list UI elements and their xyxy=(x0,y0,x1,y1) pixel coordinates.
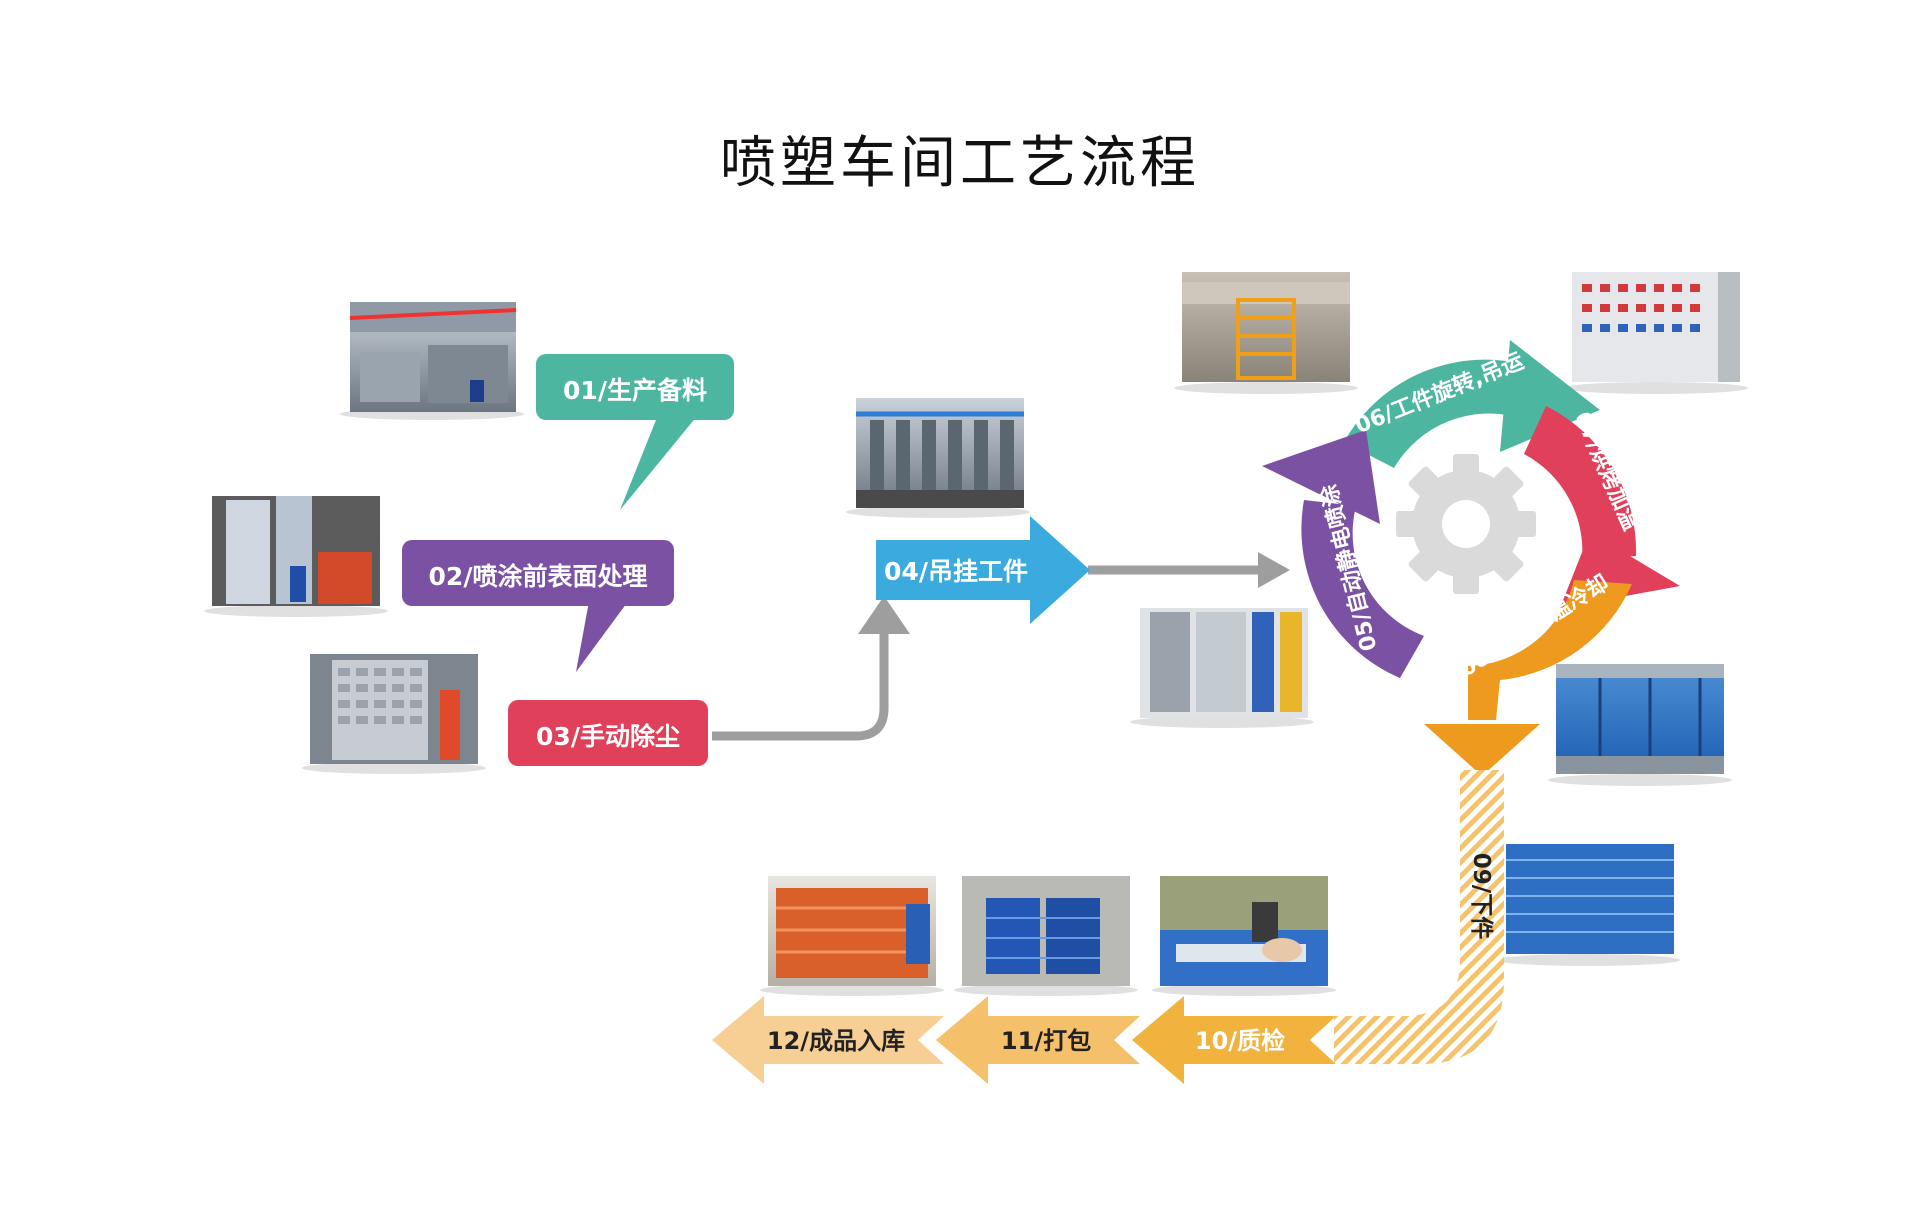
photo-manual-dust-removal xyxy=(302,654,486,774)
step-03-label: 03/手动除尘 xyxy=(536,722,680,751)
step-09-path: 09/下件 xyxy=(1334,770,1504,1064)
step-02-bubble: 02/喷涂前表面处理 xyxy=(402,540,674,672)
step-05-arrowhead xyxy=(1262,430,1380,524)
step-10-label: 10/质检 xyxy=(1195,1027,1285,1055)
step-07-arc xyxy=(1524,406,1637,560)
arrowhead-to-cycle xyxy=(1258,552,1290,588)
step-10-arrow: 10/质检 xyxy=(1132,996,1336,1084)
step-06-arrowhead xyxy=(1500,340,1600,452)
photo-production-prep xyxy=(340,302,524,420)
step-11-arrow: 11/打包 xyxy=(936,996,1140,1084)
photo-baking-heating xyxy=(1564,272,1748,394)
step-09-label: 09/下件 xyxy=(1468,853,1494,939)
photo-packing xyxy=(954,876,1138,996)
step-05-arc xyxy=(1301,500,1424,678)
step-08-arrowhead xyxy=(1424,724,1540,776)
photo-cooling-discharge xyxy=(1548,664,1732,786)
photo-quality-inspection xyxy=(1152,876,1336,996)
arrowhead-to-04 xyxy=(858,596,910,634)
photo-rotation-transport xyxy=(1174,272,1358,394)
step-12-label: 12/成品入库 xyxy=(767,1027,905,1055)
step-03-box: 03/手动除尘 xyxy=(508,700,708,766)
step-12-arrow: 12/成品入库 xyxy=(712,996,944,1084)
step-08-arc xyxy=(1468,580,1632,720)
photo-hanging-parts xyxy=(846,398,1030,518)
gear-icon xyxy=(1396,454,1536,594)
step-01-bubble: 01/生产备料 xyxy=(536,354,734,510)
step-02-label: 02/喷涂前表面处理 xyxy=(429,562,648,591)
step-11-label: 11/打包 xyxy=(1001,1027,1091,1055)
photo-warehousing xyxy=(760,876,944,996)
step-01-label: 01/生产备料 xyxy=(563,376,707,405)
photo-electrostatic-spray xyxy=(1130,608,1314,728)
connector-03-to-04 xyxy=(712,628,889,741)
step-04-label: 04/吊挂工件 xyxy=(884,557,1028,586)
photo-unloading xyxy=(1496,844,1680,966)
page-title: 喷塑车间工艺流程 xyxy=(720,131,1200,196)
photo-surface-treatment xyxy=(204,496,388,617)
step-04-arrow: 04/吊挂工件 xyxy=(876,516,1090,624)
step-06-arc xyxy=(1344,359,1530,468)
